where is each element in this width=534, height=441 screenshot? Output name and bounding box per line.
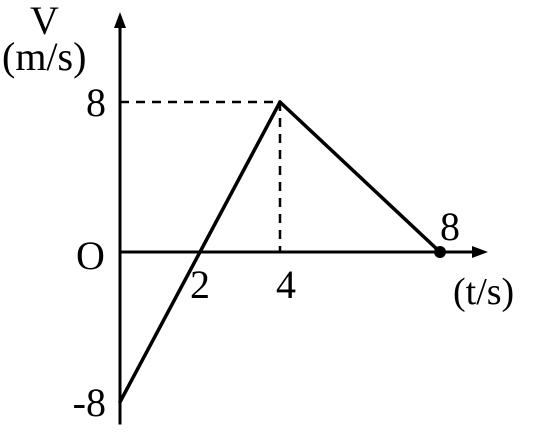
x-axis-unit: (t/s) bbox=[453, 271, 514, 313]
series-line-segment bbox=[278, 100, 442, 254]
y-axis-unit: (m/s) bbox=[2, 34, 86, 79]
y-tick-label: 8 bbox=[86, 80, 106, 125]
y-axis-label: V bbox=[30, 0, 59, 43]
origin-label: O bbox=[76, 233, 105, 278]
x-tick-label: 2 bbox=[190, 262, 210, 307]
x-tick-label: 4 bbox=[276, 262, 296, 307]
x-tick-label: 8 bbox=[440, 204, 460, 249]
y-axis-arrow bbox=[114, 12, 126, 28]
data-point-marker bbox=[434, 246, 446, 258]
series-line-segment bbox=[198, 100, 282, 254]
y-tick-label: -8 bbox=[73, 380, 106, 425]
series-line-segment bbox=[118, 250, 202, 404]
x-axis-arrow bbox=[472, 246, 488, 258]
